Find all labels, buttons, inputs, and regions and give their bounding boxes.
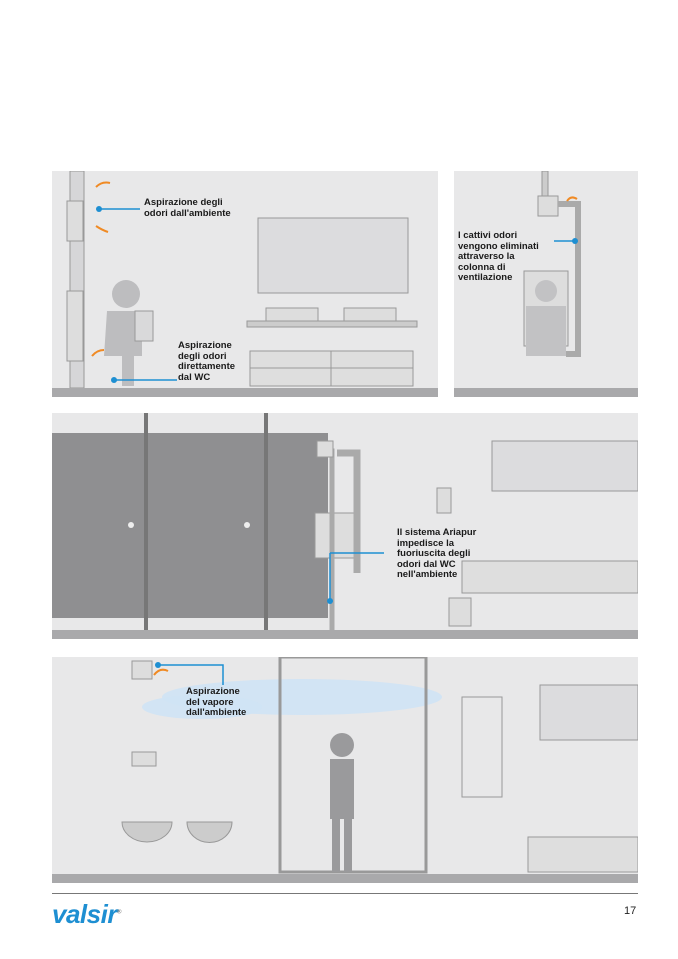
illustration-public-restroom: Il sistema Ariapur impedisce la fuoriusc…	[52, 413, 638, 639]
floor	[52, 874, 638, 883]
public-restroom-drawing	[52, 413, 638, 639]
illustration-ventilation-column: I cattivi odori vengono eliminati attrav…	[454, 171, 638, 397]
footer-divider	[52, 893, 638, 894]
label-room-aspiration: Aspirazione degli odori dall'ambiente	[144, 197, 231, 219]
floor	[52, 388, 438, 397]
floor	[52, 630, 638, 639]
label-wc-aspiration: Aspirazione degli odori direttamente dal…	[178, 340, 236, 383]
valsir-logo: valsir®	[52, 899, 121, 929]
floor	[454, 388, 638, 397]
label-steam-aspiration: Aspirazione del vapore dall'ambiente	[186, 686, 247, 718]
illustration-toilet-room: Aspirazione degli odori dall'ambiente As…	[52, 171, 438, 397]
toilet-room-drawing	[66, 171, 418, 389]
brand-name: valsir	[52, 899, 117, 929]
illustration-shower-room: Aspirazione del vapore dall'ambiente	[52, 657, 638, 883]
label-ventilation-column: I cattivi odori vengono eliminati attrav…	[458, 230, 539, 283]
page-number: 17	[624, 905, 637, 917]
ventilation-column-drawing	[523, 171, 581, 357]
shower-room-drawing	[121, 657, 638, 874]
label-ariapur-system: Il sistema Ariapur impedisce la fuoriusc…	[397, 527, 477, 580]
